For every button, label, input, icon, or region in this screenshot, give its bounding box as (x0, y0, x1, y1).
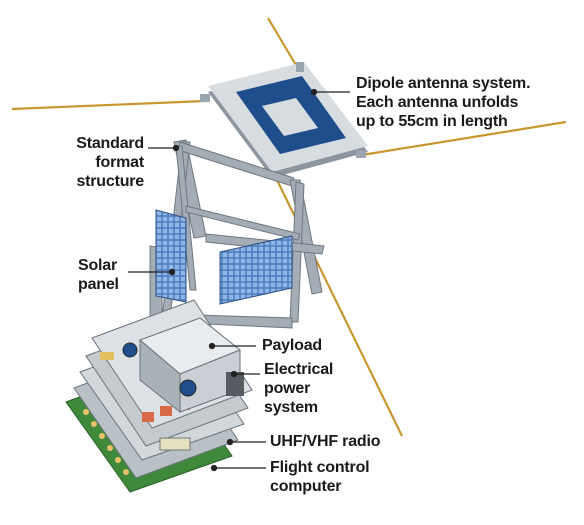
label-antenna-line-1: Dipole antenna system. (356, 75, 531, 92)
label-eps: Electrical power system (264, 360, 333, 417)
label-fcc-line-1: Flight control (270, 459, 370, 476)
label-fcc-line-2: computer (270, 478, 342, 495)
solar-panel-right (219, 235, 293, 305)
label-structure: Standard format structure (70, 134, 144, 191)
label-payload: Payload (262, 336, 322, 355)
label-eps-line-1: Electrical (264, 361, 334, 378)
label-structure-line-2: format (95, 154, 144, 171)
label-antenna-line-3: up to 55cm in length (356, 113, 508, 130)
leader-lines (128, 88, 350, 472)
label-solar-line-1: Solar (78, 257, 118, 274)
antenna-wire-left (11, 99, 206, 111)
label-structure-line-3: structure (76, 173, 144, 190)
payload-block (122, 317, 244, 414)
label-antenna-line-2: Each antenna unfolds (356, 94, 519, 111)
label-payload-line-1: Payload (262, 337, 322, 354)
solar-panel-left (155, 209, 187, 303)
label-fcc: Flight control computer (270, 458, 370, 496)
label-radio-line-1: UHF/VHF radio (270, 433, 381, 450)
solar-panels (155, 209, 293, 305)
label-solar-line-2: panel (78, 276, 119, 293)
label-solar: Solar panel (78, 256, 119, 294)
label-eps-line-3: system (264, 399, 318, 416)
antenna-wire-top (267, 17, 301, 73)
antenna-plate (200, 62, 368, 178)
antenna-wire-right (361, 120, 567, 157)
label-structure-line-1: Standard (76, 135, 144, 152)
label-eps-line-2: power (264, 380, 311, 397)
label-antenna: Dipole antenna system. Each antenna unfo… (356, 74, 531, 131)
label-radio: UHF/VHF radio (270, 432, 380, 451)
